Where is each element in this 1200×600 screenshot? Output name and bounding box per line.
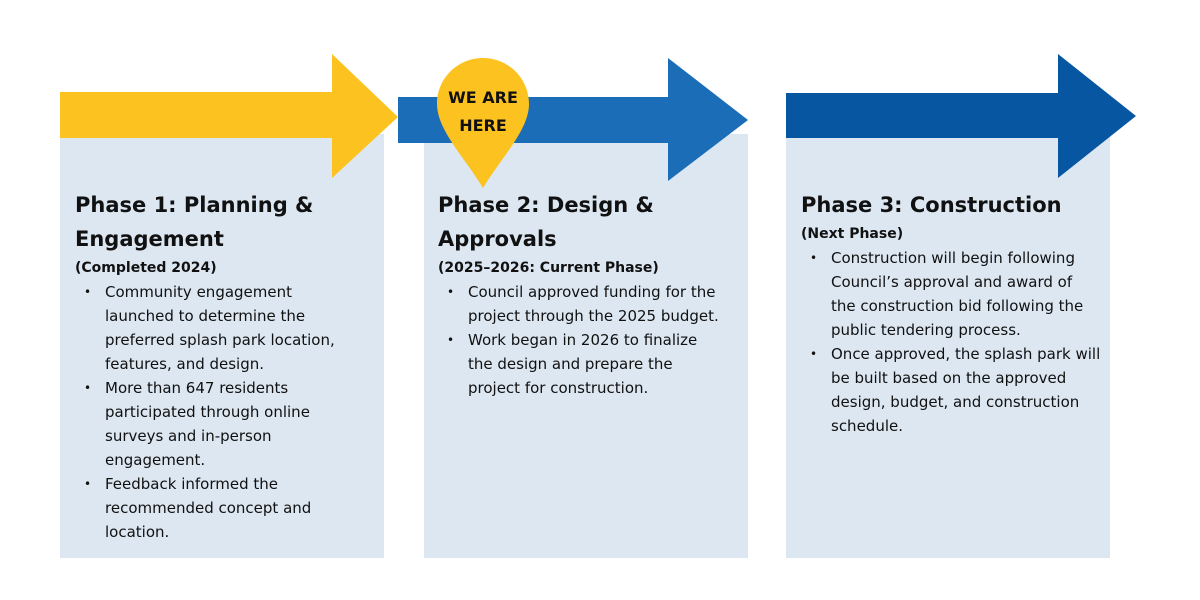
- phase-2-panel: [424, 134, 748, 558]
- bullet-text: Community engagement launched to determi…: [105, 283, 335, 373]
- bullet-item: • Once approved, the splash park will be …: [801, 342, 1101, 438]
- bullet-icon: •: [84, 381, 92, 395]
- bullet-text: Work began in 2026 to finalize the desig…: [468, 331, 698, 397]
- bullet-text: More than 647 residents participated thr…: [105, 379, 310, 469]
- bullet-text: Council approved funding for the project…: [468, 283, 719, 325]
- we-are-here-label: WE ARE: [448, 88, 518, 107]
- phase-3-title: Phase 3: Construction: [801, 193, 1062, 217]
- bullet-icon: •: [810, 251, 818, 265]
- bullet-icon: •: [810, 347, 818, 361]
- bullet-text: Construction will begin following Counci…: [831, 249, 1084, 339]
- bullet-item: • Council approved funding for the projec…: [438, 280, 724, 328]
- bullet-item: • Feedback informed the recommended conce…: [75, 472, 361, 544]
- phase-1-arrow: [60, 54, 398, 178]
- bullet-item: • Construction will begin following Counc…: [801, 246, 1101, 342]
- phase-2-bullets: • Council approved funding for the projec…: [438, 280, 724, 400]
- phase-3-arrow: [786, 54, 1136, 178]
- phase-1-status: (Completed 2024): [75, 260, 217, 276]
- bullet-item: • More than 647 residents participated th…: [75, 376, 361, 472]
- bullet-item: • Work began in 2026 to finalize the desi…: [438, 328, 724, 400]
- bullet-icon: •: [84, 477, 92, 491]
- phase-3-content: Phase 3: Construction (Next Phase) • Cons…: [801, 188, 1101, 438]
- bullet-icon: •: [84, 285, 92, 299]
- bullet-icon: •: [447, 333, 455, 347]
- bullet-icon: •: [447, 285, 455, 299]
- we-are-here-label-2: HERE: [459, 116, 507, 135]
- phase-2-title: Phase 2: Design &: [438, 193, 654, 217]
- phase-3-bullets: • Construction will begin following Counc…: [801, 246, 1101, 438]
- phase-1-title-line-2: Engagement: [75, 227, 224, 251]
- phase-3-panel: [786, 134, 1110, 558]
- bullet-item: • Community engagement launched to determ…: [75, 280, 361, 376]
- phase-1-content: Phase 1: Planning & Engagement (Complete…: [75, 188, 361, 544]
- phase-2-status: (2025–2026: Current Phase): [438, 260, 659, 276]
- phase-2-content: Phase 2: Design & Approvals (2025–2026: …: [438, 188, 724, 400]
- phase-1-bullets: • Community engagement launched to determ…: [75, 280, 361, 544]
- phase-3-status: (Next Phase): [801, 226, 904, 242]
- phase-2-arrow: [398, 58, 748, 181]
- bullet-text: Once approved, the splash park will be b…: [831, 345, 1101, 435]
- phase-1-title: Phase 1: Planning &: [75, 193, 314, 217]
- phase-1-panel: [60, 134, 384, 558]
- bullet-text: Feedback informed the recommended concep…: [105, 475, 312, 541]
- phase-2-title-line-2: Approvals: [438, 227, 557, 251]
